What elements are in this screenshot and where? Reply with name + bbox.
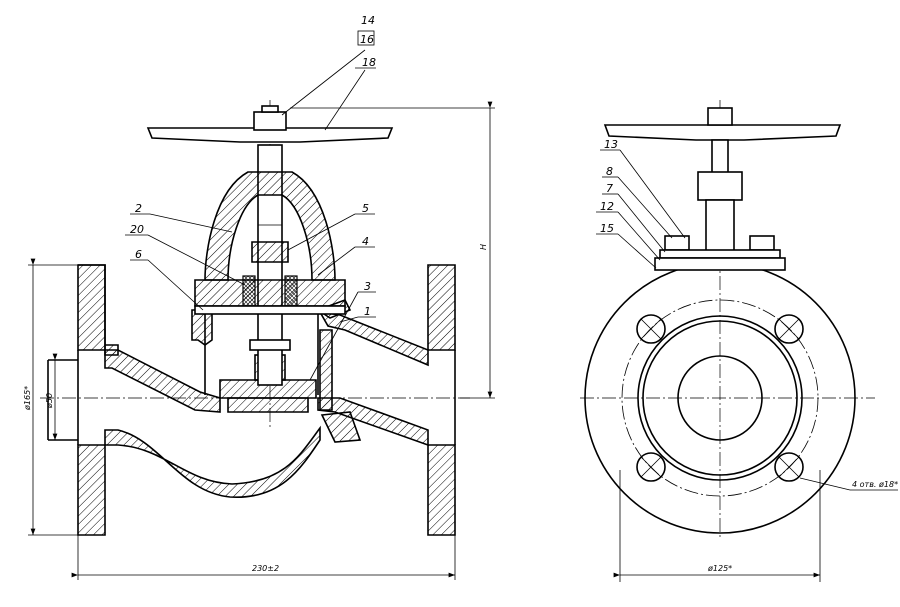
callout-4: 4 [362, 235, 369, 248]
callout-8: 8 [606, 165, 613, 178]
leader-3 [309, 291, 359, 381]
end-bonnet-flange [654, 257, 786, 271]
callout-18: 18 [362, 56, 376, 69]
neck-left-flange [191, 309, 213, 346]
callout-15: 15 [600, 222, 614, 235]
leader-12 [617, 211, 661, 261]
leader-13 [619, 149, 686, 239]
handwheel [146, 127, 394, 143]
left-flange-bottom [77, 444, 106, 536]
end-handwheel [603, 124, 842, 141]
callout-14: 14 [361, 14, 375, 27]
dim-face-to-face: 230±2 [252, 564, 279, 573]
left-flange-top [77, 264, 106, 351]
leader-8 [617, 176, 673, 239]
callout-5: 5 [362, 202, 369, 215]
end-bore [677, 355, 763, 441]
body-rib [320, 411, 362, 443]
section-view: H ø165* ø50 230±2 14 16 18 2 5 20 4 6 [23, 14, 495, 580]
handwheel-nut [253, 111, 287, 131]
bonnet-yoke [204, 171, 336, 281]
bolt-hole-br [774, 452, 804, 482]
leader-18 [324, 69, 366, 131]
callout-7: 7 [606, 182, 613, 195]
bolt-hole-tl [636, 314, 666, 344]
bolt-hole-bl-cross [640, 456, 662, 478]
packing-gland [251, 241, 289, 263]
end-yoke [705, 199, 735, 256]
callout-3: 3 [364, 280, 371, 293]
dim-flange-diameter: ø165* [23, 386, 32, 411]
leader-20 [147, 234, 246, 286]
body-wall-outlet-lower [317, 397, 429, 447]
bolt-hole-br-cross [778, 456, 800, 478]
valve-seat [227, 397, 309, 413]
body-partition [319, 329, 333, 411]
end-raised-face [637, 315, 803, 481]
leader-1 [339, 316, 359, 323]
leader-2 [149, 213, 233, 233]
callout-6: 6 [135, 248, 142, 261]
leader-4 [317, 246, 356, 276]
end-yoke-top [697, 171, 743, 201]
end-view: ø125* 4 отв. ø18* 13 8 7 12 15 [580, 100, 898, 582]
stem-collar [249, 339, 291, 351]
end-raised-face-inner [642, 320, 798, 476]
end-nut-left [664, 235, 690, 251]
right-flange-top [427, 264, 456, 351]
packing-left [242, 275, 256, 307]
leader-14 [281, 49, 366, 116]
body-wall-outlet-upper [318, 310, 429, 367]
end-nut-right [749, 235, 775, 251]
callout-16-box [357, 30, 375, 46]
right-flange-bottom [427, 444, 456, 536]
bolt-hole-tr [774, 314, 804, 344]
bolt-hole-tr-cross [778, 318, 800, 340]
bonnet-flange [194, 279, 346, 307]
bolt-circle [621, 299, 819, 497]
bolt-holes [636, 314, 804, 482]
bolt-hole-tl-cross [640, 318, 662, 340]
packing-right [284, 275, 298, 307]
callout-2: 2 [135, 202, 142, 215]
body-wall-inlet-upper [104, 349, 221, 413]
leader-bolt-holes [799, 477, 851, 491]
callout-13: 13 [604, 138, 618, 151]
end-handwheel-nut [707, 107, 733, 126]
callout-20: 20 [130, 223, 144, 236]
leader-7 [617, 193, 666, 253]
body-wall-inlet-lower [104, 425, 321, 498]
dim-bolt-circle: ø125* [707, 564, 732, 573]
end-washer [659, 249, 781, 259]
gasket [194, 305, 346, 315]
leader-5 [287, 213, 356, 251]
callout-12: 12 [600, 200, 614, 213]
callout-16: 16 [360, 33, 374, 46]
dim-bolt-holes: 4 отв. ø18* [852, 480, 898, 489]
leader-15 [617, 233, 657, 269]
dim-height: H [479, 244, 488, 250]
stem-top [261, 105, 279, 113]
dim-bore-diameter: ø50 [45, 393, 54, 409]
end-stem [711, 139, 729, 176]
callout-1: 1 [364, 305, 371, 318]
leader-6 [147, 259, 204, 311]
bolt-hole-bl [636, 452, 666, 482]
